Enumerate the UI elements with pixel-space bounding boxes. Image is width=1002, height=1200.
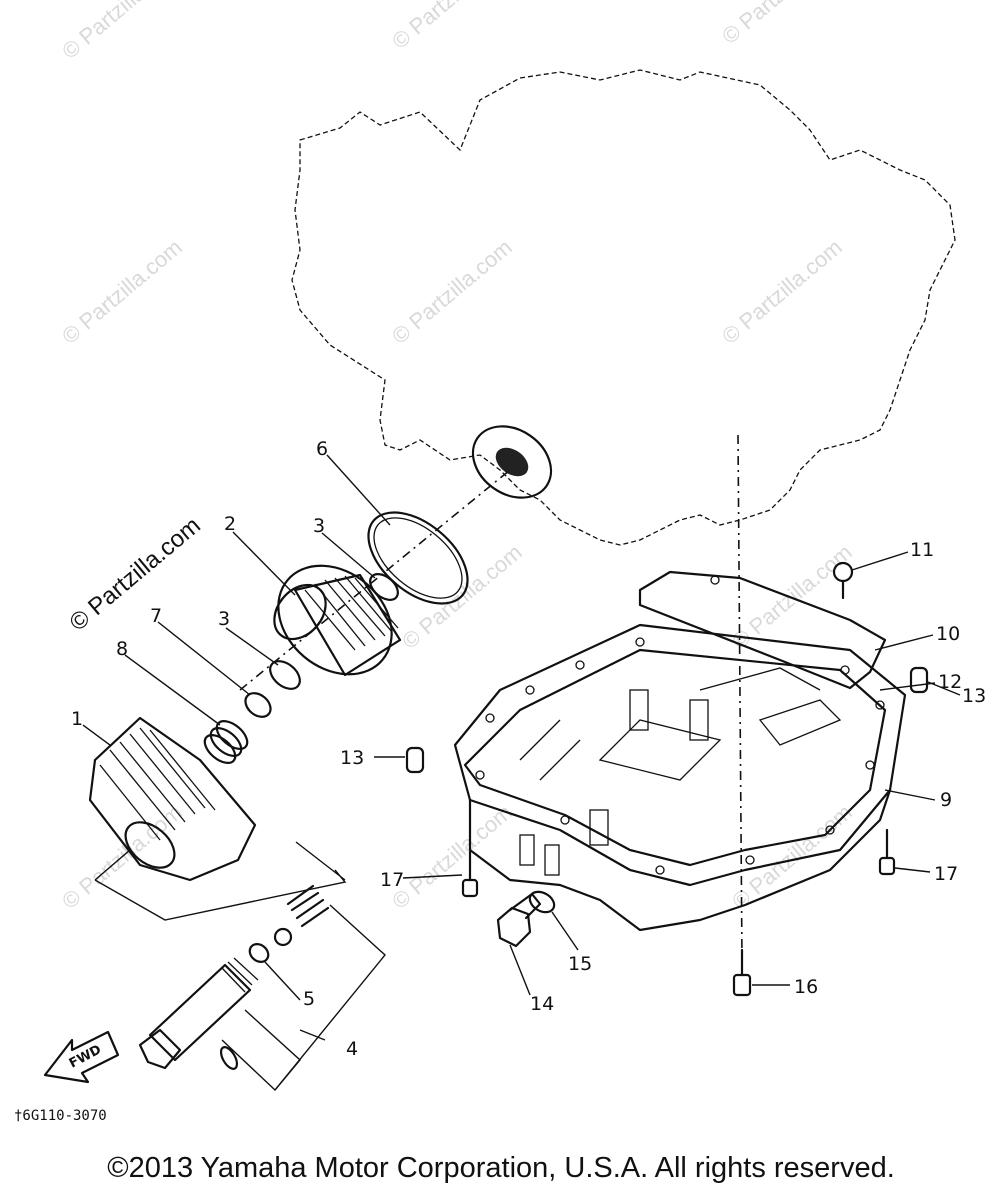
callout-6: 6 xyxy=(316,438,328,460)
filter-bolt xyxy=(138,957,259,1070)
callout-17-left: 17 xyxy=(380,869,404,891)
callout-1: 1 xyxy=(71,708,83,730)
callout-13-left: 13 xyxy=(340,747,364,769)
callout-10: 10 xyxy=(936,623,960,645)
watermark: © Partzilla.com xyxy=(387,234,517,348)
watermark: © Partzilla.com xyxy=(387,0,517,54)
ball xyxy=(273,927,293,947)
watermark: © Partzilla.com xyxy=(717,0,847,49)
watermark: © Partzilla.com xyxy=(727,799,857,913)
watermark: © Partzilla.com xyxy=(717,234,847,348)
pan-bolt-holes xyxy=(475,637,885,875)
callout-4: 4 xyxy=(346,1038,358,1060)
dowel-13-right xyxy=(909,666,929,694)
washer-3-lower xyxy=(269,660,301,690)
bolt-centerline xyxy=(737,434,743,961)
callout-3-upper: 3 xyxy=(313,515,325,537)
baffle-plate xyxy=(638,570,887,690)
watermarks: © Partzilla.com © Partzilla.com © Partzi… xyxy=(57,0,857,914)
bolt-17-left xyxy=(461,850,479,898)
filter-cover xyxy=(88,716,257,882)
callout-9: 9 xyxy=(940,789,952,811)
drain-bolt xyxy=(496,892,542,948)
callout-15: 15 xyxy=(568,953,592,975)
watermark: © Partzilla.com xyxy=(57,0,187,64)
crankcase-outline xyxy=(291,69,956,546)
callout-12: 12 xyxy=(938,671,962,693)
callouts: 1 2 3 3 4 5 6 7 8 9 10 11 12 13 13 14 15… xyxy=(71,438,986,1060)
plate-washer-7 xyxy=(244,692,272,718)
callout-17-right: 17 xyxy=(934,863,958,885)
callout-11: 11 xyxy=(910,539,934,561)
bolt-16 xyxy=(732,948,752,997)
filter-seat xyxy=(471,425,553,499)
copyright-notice: ©2013 Yamaha Motor Corporation, U.S.A. A… xyxy=(107,1152,895,1184)
watermark: © Partzilla.com xyxy=(57,234,187,348)
watermark-large: © Partzilla.com xyxy=(65,512,206,637)
relief-spring xyxy=(286,884,330,928)
callout-2: 2 xyxy=(224,513,236,535)
o-ring-5 xyxy=(248,943,270,963)
washer-3-upper xyxy=(369,573,399,601)
callout-7: 7 xyxy=(150,605,162,627)
screw-11 xyxy=(832,561,854,600)
spring-8 xyxy=(203,720,249,764)
gasket-15 xyxy=(528,890,556,914)
fwd-arrow-icon: FWD xyxy=(43,1030,120,1084)
filter-centerline xyxy=(239,469,511,691)
dowel-13-left xyxy=(405,746,425,774)
drawing-code: †6G110-3070 xyxy=(14,1108,107,1124)
bracket-bolt xyxy=(221,904,386,1092)
callout-16: 16 xyxy=(794,976,818,998)
bolt-17-right xyxy=(878,828,896,876)
callout-5: 5 xyxy=(303,988,315,1010)
o-ring-6 xyxy=(367,511,469,605)
callout-3-lower: 3 xyxy=(218,608,230,630)
callout-13-right: 13 xyxy=(962,685,986,707)
callout-8: 8 xyxy=(116,638,128,660)
watermark: © Partzilla.com xyxy=(387,799,517,913)
bracket-cover xyxy=(94,841,347,921)
callout-14: 14 xyxy=(530,993,554,1015)
oil-filter-element xyxy=(273,564,402,677)
leader-lines xyxy=(82,454,961,1041)
oil-pan xyxy=(453,623,907,932)
